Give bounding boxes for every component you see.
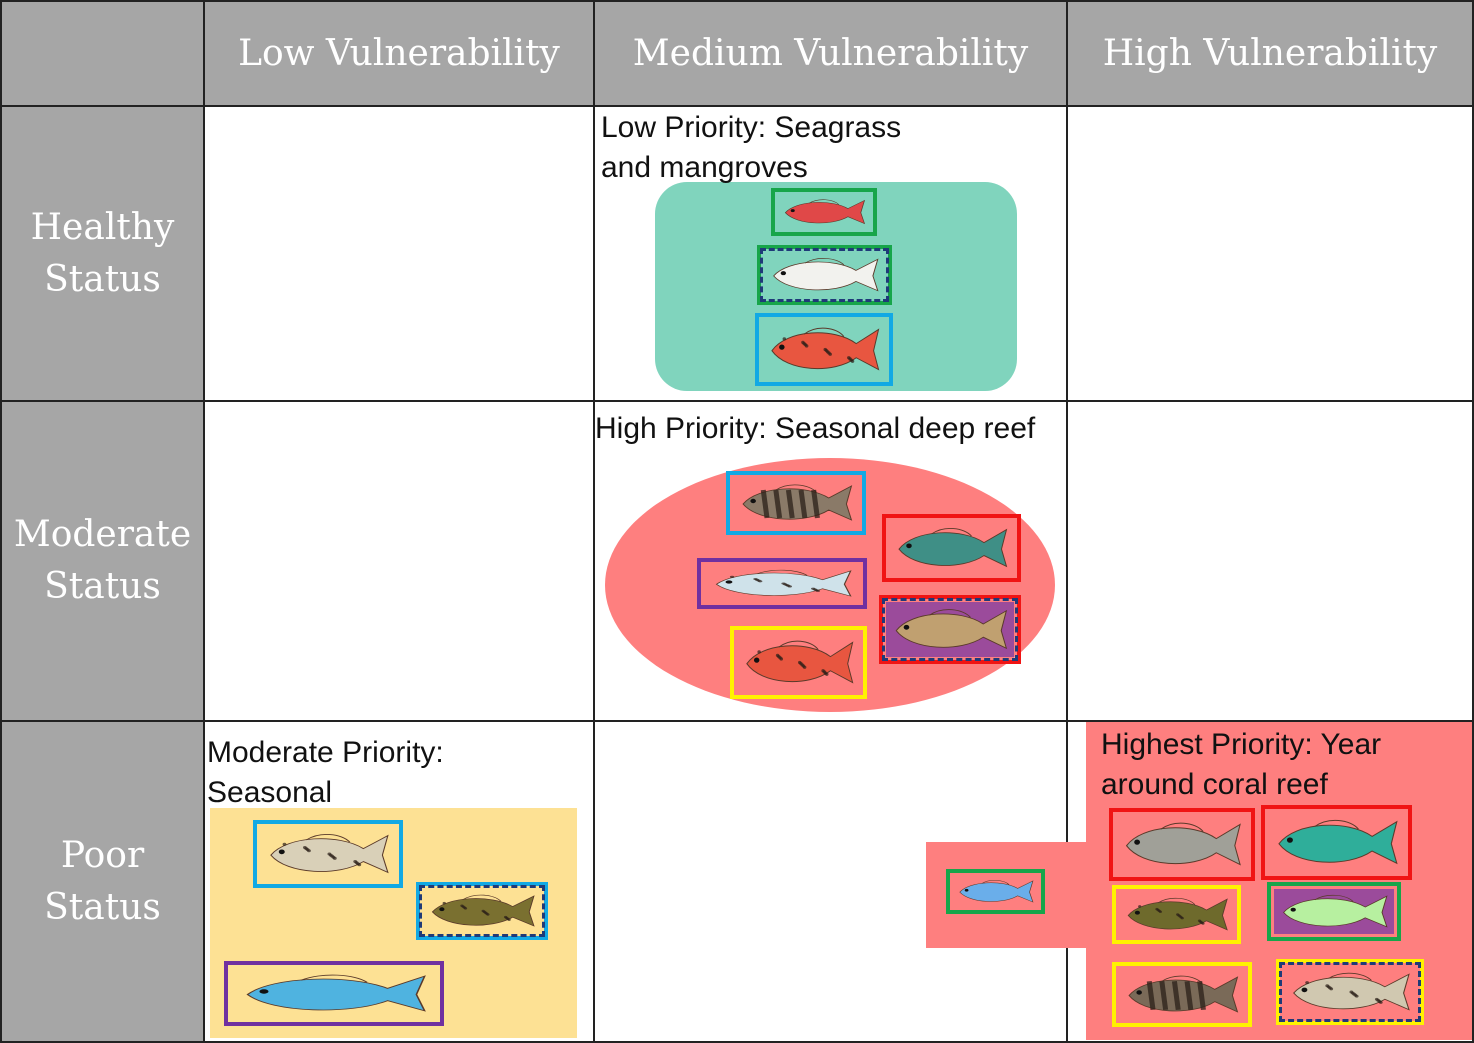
dashed-outline (1279, 962, 1421, 1022)
highest-priority-label: Highest Priority: Year around coral reef (1101, 728, 1382, 801)
blue-parrotfish-icon (953, 876, 1038, 907)
olive-grouper-icon (423, 889, 541, 933)
spotted-grouper-icon (1283, 966, 1417, 1018)
row-header-poor: Poor Status (0, 720, 205, 1043)
fish-box (1276, 959, 1424, 1025)
mackerel-icon (704, 565, 860, 602)
fish-box (253, 820, 403, 888)
blue-mackerel-icon (231, 968, 437, 1019)
dashed-outline (882, 598, 1018, 661)
row-header-healthy: Healthy Status (0, 105, 205, 402)
barred-grouper-icon (733, 478, 859, 528)
low-priority-label: Low Priority: Seagrass and mangroves (601, 111, 902, 184)
hogfish-icon (886, 602, 1014, 657)
moderate-priority-label: Moderate Priority: Seasonal (207, 736, 444, 809)
cell-moderate-high (1066, 400, 1474, 722)
green-snapper-icon (1268, 812, 1405, 873)
fish-box (946, 869, 1045, 914)
fish-box (726, 471, 866, 535)
dashed-outline (419, 885, 545, 937)
teal-snapper-icon (889, 521, 1014, 575)
white-grunt-icon (764, 252, 885, 298)
row-header-moderate: Moderate Status (0, 400, 205, 722)
fish-box (1261, 805, 1412, 880)
header-medium-vulnerability: Medium Vulnerability (593, 0, 1068, 107)
lime-hogfish-icon (1274, 889, 1394, 934)
corner-cell (0, 0, 205, 107)
fish-box (879, 595, 1021, 664)
cell-moderate-low (203, 400, 595, 722)
fish-box (1112, 962, 1252, 1027)
header-low-vulnerability: Low Vulnerability (203, 0, 595, 107)
fish-box (882, 514, 1021, 582)
coral-grouper-icon (762, 320, 886, 379)
fish-box (416, 882, 548, 940)
fish-box (771, 188, 877, 236)
header-high-vulnerability: High Vulnerability (1066, 0, 1474, 107)
red-snapper-icon (778, 195, 870, 229)
barred-grouper-icon (1119, 969, 1245, 1020)
high-priority-label: High Priority: Seasonal deep reef (595, 412, 1036, 445)
fish-box (730, 626, 867, 699)
fish-box (224, 961, 444, 1026)
fish-box (1109, 808, 1255, 881)
fish-box (1112, 885, 1241, 944)
fish-box (755, 313, 893, 386)
olive-grouper-icon (1119, 892, 1234, 937)
cell-healthy-low (203, 105, 595, 402)
cell-healthy-high (1066, 105, 1474, 402)
dashed-outline (760, 248, 889, 302)
spotted-grouper-icon (260, 827, 396, 881)
grey-snapper-icon (1116, 815, 1248, 874)
red-grouper-icon (737, 633, 860, 692)
fish-box (757, 245, 892, 305)
fish-box (697, 558, 867, 609)
fish-box (1267, 882, 1401, 941)
